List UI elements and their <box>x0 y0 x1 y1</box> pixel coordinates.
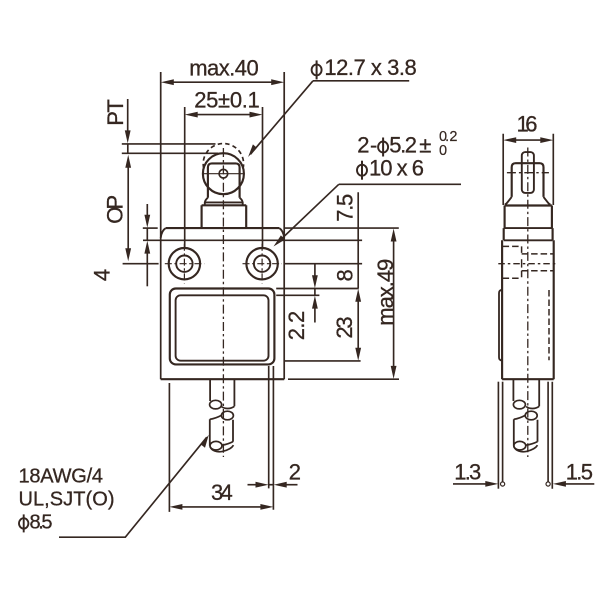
svg-text:8: 8 <box>333 269 358 281</box>
svg-text:4: 4 <box>89 269 114 281</box>
svg-text:18AWG/4: 18AWG/4 <box>19 466 104 488</box>
svg-text:5.2: 5.2 <box>389 133 417 158</box>
svg-text:25±0.1: 25±0.1 <box>194 88 260 113</box>
svg-text:2: 2 <box>289 459 301 484</box>
svg-text:16: 16 <box>517 112 538 137</box>
svg-text:10 x 6: 10 x 6 <box>369 156 424 181</box>
svg-text:34: 34 <box>211 480 233 505</box>
svg-text:23: 23 <box>332 316 357 338</box>
svg-text:±: ± <box>419 133 431 158</box>
svg-text:7.5: 7.5 <box>332 194 357 222</box>
svg-text:8.5: 8.5 <box>30 512 53 534</box>
svg-text:PT: PT <box>103 99 128 126</box>
svg-text:UL,SJT(O): UL,SJT(O) <box>19 488 115 510</box>
svg-text:1.5: 1.5 <box>566 460 593 485</box>
svg-text:12.7 x 3.8: 12.7 x 3.8 <box>324 55 416 80</box>
svg-text:0: 0 <box>439 143 447 159</box>
svg-text:max.40: max.40 <box>189 55 259 80</box>
svg-text:0. 2: 0. 2 <box>439 129 458 145</box>
svg-text:max.49: max.49 <box>373 259 398 326</box>
svg-text:1.3: 1.3 <box>454 460 481 485</box>
svg-text:2.2: 2.2 <box>284 311 309 341</box>
svg-text:2-: 2- <box>357 133 377 158</box>
svg-text:OP: OP <box>103 195 128 224</box>
